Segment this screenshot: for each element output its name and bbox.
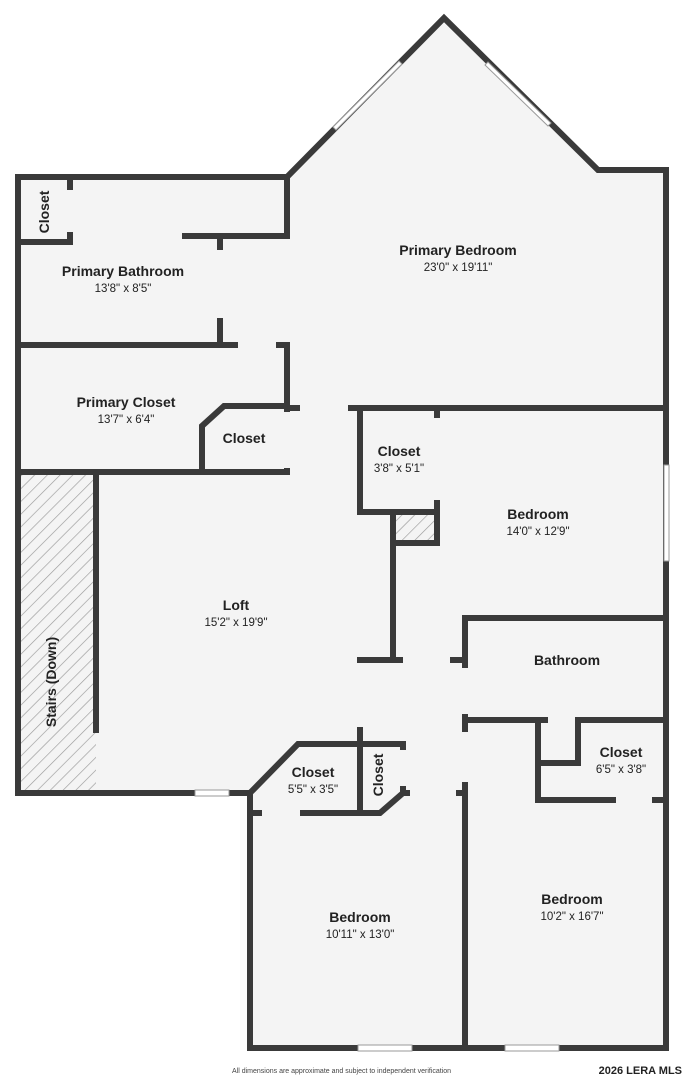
room-closet-center-name: Closet xyxy=(378,443,421,459)
window-diagonal-right xyxy=(484,61,552,127)
room-loft-name: Loft xyxy=(223,597,250,613)
disclaimer-text: All dimensions are approximate and subje… xyxy=(232,1068,452,1075)
copyright-text: 2026 LERA MLS xyxy=(598,1065,682,1077)
room-bedroom-bottom-right-dims: 10'2" x 16'7" xyxy=(540,911,603,923)
room-bedroom-right-name: Bedroom xyxy=(507,506,568,522)
window-bedroom-bottom-right xyxy=(504,1044,560,1052)
room-bedroom-right-dims: 14'0" x 12'9" xyxy=(506,526,569,538)
room-closet-narrow-name: Closet xyxy=(370,753,386,796)
room-bedroom-bottom-right-name: Bedroom xyxy=(541,891,602,907)
room-primary-bedroom-dims: 23'0" x 19'11" xyxy=(424,262,493,274)
room-closet-center-dims: 3'8" x 5'1" xyxy=(374,463,424,475)
window-bedroom-bottom-left xyxy=(357,1044,413,1052)
room-closet-top-left-name: Closet xyxy=(36,190,52,233)
window-bedroom-right xyxy=(663,464,670,562)
room-stairs-name: Stairs (Down) xyxy=(43,637,59,727)
door-openings xyxy=(66,190,652,817)
window-loft-bottom xyxy=(194,789,230,797)
room-bedroom-bottom-left-name: Bedroom xyxy=(329,909,390,925)
chase-hatch xyxy=(395,514,437,542)
room-primary-bedroom-name: Primary Bedroom xyxy=(399,242,516,258)
footer: All dimensions are approximate and subje… xyxy=(0,1065,686,1080)
room-closet-right-name: Closet xyxy=(600,744,643,760)
room-closet-lower-name: Closet xyxy=(292,764,335,780)
room-bedroom-bottom-left-dims: 10'11" x 13'0" xyxy=(326,929,395,941)
windows xyxy=(194,60,670,1052)
room-closet-lower-dims: 5'5" x 3'5" xyxy=(288,784,338,796)
room-labels: Primary Bedroom 23'0" x 19'11" Primary B… xyxy=(36,190,646,941)
window-diagonal-left xyxy=(332,60,403,131)
room-primary-bathroom-dims: 13'8" x 8'5" xyxy=(95,283,152,295)
floor-lower-right xyxy=(465,720,666,1048)
room-closet-small-mid-name: Closet xyxy=(223,430,266,446)
floor-upper xyxy=(18,18,666,408)
room-loft-dims: 15'2" x 19'9" xyxy=(204,617,267,629)
room-closet-right-dims: 6'5" x 3'8" xyxy=(596,764,646,776)
room-primary-closet-dims: 13'7" x 6'4" xyxy=(98,414,155,426)
room-primary-closet-name: Primary Closet xyxy=(77,394,176,410)
stairs-hatch xyxy=(21,475,96,793)
room-bathroom-name: Bathroom xyxy=(534,652,600,668)
room-primary-bathroom-name: Primary Bathroom xyxy=(62,263,184,279)
floor-lower-left xyxy=(250,790,465,1048)
